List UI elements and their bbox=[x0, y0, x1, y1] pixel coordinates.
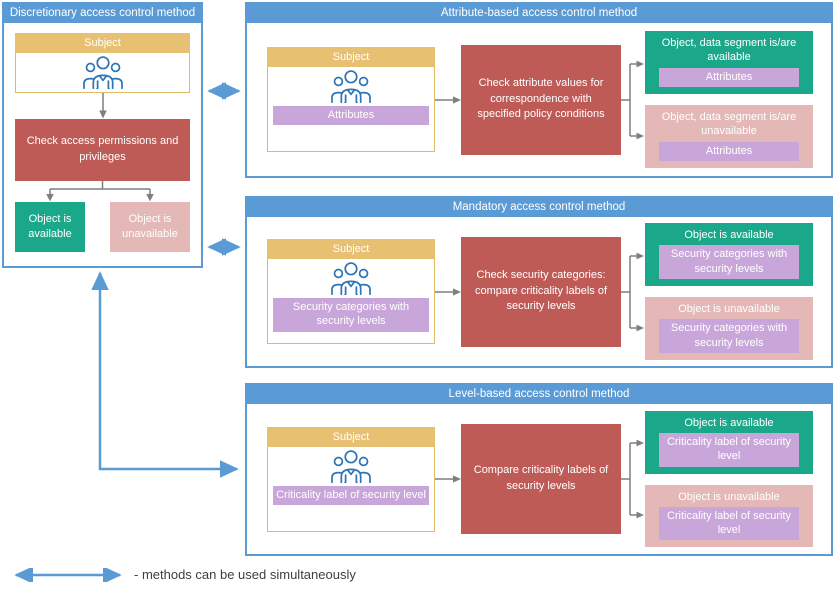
outcome-attributes-tag: Security categories with security levels bbox=[659, 319, 799, 353]
subject-attributes-tag: Security categories with security levels bbox=[273, 298, 429, 332]
legend: - methods can be used simultaneously bbox=[6, 567, 356, 582]
outcome-available-box: Object, data segment is/are available At… bbox=[645, 31, 813, 94]
subject-label: Subject bbox=[15, 33, 190, 53]
outcome-available-box: Object is available Criticality label of… bbox=[645, 410, 813, 474]
branch-connector bbox=[46, 181, 154, 202]
panel-title: Mandatory access control method bbox=[247, 198, 831, 217]
people-group-icon bbox=[82, 56, 123, 89]
outcome-title: Object, data segment is/are available bbox=[661, 37, 797, 64]
people-group-icon bbox=[331, 262, 371, 295]
outcome-available-box: Object is available bbox=[15, 202, 85, 252]
subject-label: Subject bbox=[267, 47, 435, 67]
panel-discretionary: Discretionary access control method Subj… bbox=[2, 2, 203, 268]
panel-body: Subject Criticality label of security le… bbox=[247, 404, 831, 554]
panel-mandatory: Mandatory access control method Subject … bbox=[245, 196, 833, 368]
panel-title: Attribute-based access control method bbox=[247, 4, 831, 23]
outcome-available-box: Object is available Security categories … bbox=[645, 223, 813, 286]
subject-label: Subject bbox=[267, 239, 435, 259]
outcome-attributes-tag: Attributes bbox=[659, 67, 799, 87]
people-group-icon bbox=[331, 70, 371, 103]
outcome-unavailable-box: Object is unavailable Criticality label … bbox=[645, 484, 813, 548]
panel-attribute-based: Attribute-based access control method Su… bbox=[245, 2, 833, 178]
people-group-icon bbox=[331, 449, 371, 483]
outcome-unavailable-box: Object is unavailable bbox=[110, 202, 190, 252]
outcome-attributes-tag: Attributes bbox=[659, 141, 799, 161]
split-connector bbox=[621, 60, 644, 139]
subject-attributes-tag: Criticality label of security level bbox=[273, 485, 429, 505]
outcome-attributes-tag: Security categories with security levels bbox=[659, 245, 799, 279]
outcome-attributes-tag: Criticality label of security level bbox=[659, 432, 799, 467]
subject-attributes-tag: Attributes bbox=[273, 106, 429, 126]
outcome-title: Object is available bbox=[684, 416, 774, 429]
check-attributes-box: Check attribute values for correspondenc… bbox=[461, 44, 621, 155]
panel-level-based: Level-based access control method Subjec… bbox=[245, 383, 833, 556]
split-connector bbox=[621, 439, 644, 519]
subject-box: Subject Criticality label of security le… bbox=[267, 426, 435, 532]
panel-body: Subject Security categories with securit… bbox=[247, 217, 831, 366]
outcome-title: Object is available bbox=[684, 229, 774, 242]
down-arrow-icon bbox=[98, 93, 107, 119]
right-arrow-icon bbox=[435, 287, 461, 296]
subject-label: Subject bbox=[267, 426, 435, 447]
outcome-title: Object, data segment is/are unavailable bbox=[661, 111, 797, 138]
subject-box: Subject Security categories with securit… bbox=[267, 239, 435, 344]
subject-box: Subject bbox=[15, 33, 190, 93]
outcome-title: Object is unavailable bbox=[678, 303, 780, 315]
legend-text: - methods can be used simultaneously bbox=[134, 567, 356, 582]
panel-title: Level-based access control method bbox=[247, 385, 831, 404]
outcome-attributes-tag: Criticality label of security level bbox=[659, 506, 799, 541]
subject-box: Subject Attributes bbox=[267, 47, 435, 152]
panel-body: Subject Check access permissi bbox=[4, 23, 201, 252]
outcome-unavailable-box: Object is unavailable Security categorie… bbox=[645, 297, 813, 360]
outcome-unavailable-box: Object, data segment is/are unavailable … bbox=[645, 105, 813, 168]
check-permissions-box: Check access permissions and privileges bbox=[15, 119, 190, 181]
panel-title: Discretionary access control method bbox=[4, 4, 201, 23]
right-arrow-icon bbox=[435, 95, 461, 104]
panel-body: Subject Attributes bbox=[247, 23, 831, 176]
compare-criticality-box: Compare criticality labels of security l… bbox=[461, 424, 621, 534]
split-connector bbox=[621, 252, 644, 331]
right-arrow-icon bbox=[435, 475, 461, 483]
outcome-title: Object is unavailable bbox=[678, 490, 780, 503]
check-security-categories-box: Check security categories: compare criti… bbox=[461, 236, 621, 347]
double-headed-arrow-icon bbox=[14, 567, 122, 582]
bidirectional-connector-discretionary-level bbox=[91, 271, 239, 478]
